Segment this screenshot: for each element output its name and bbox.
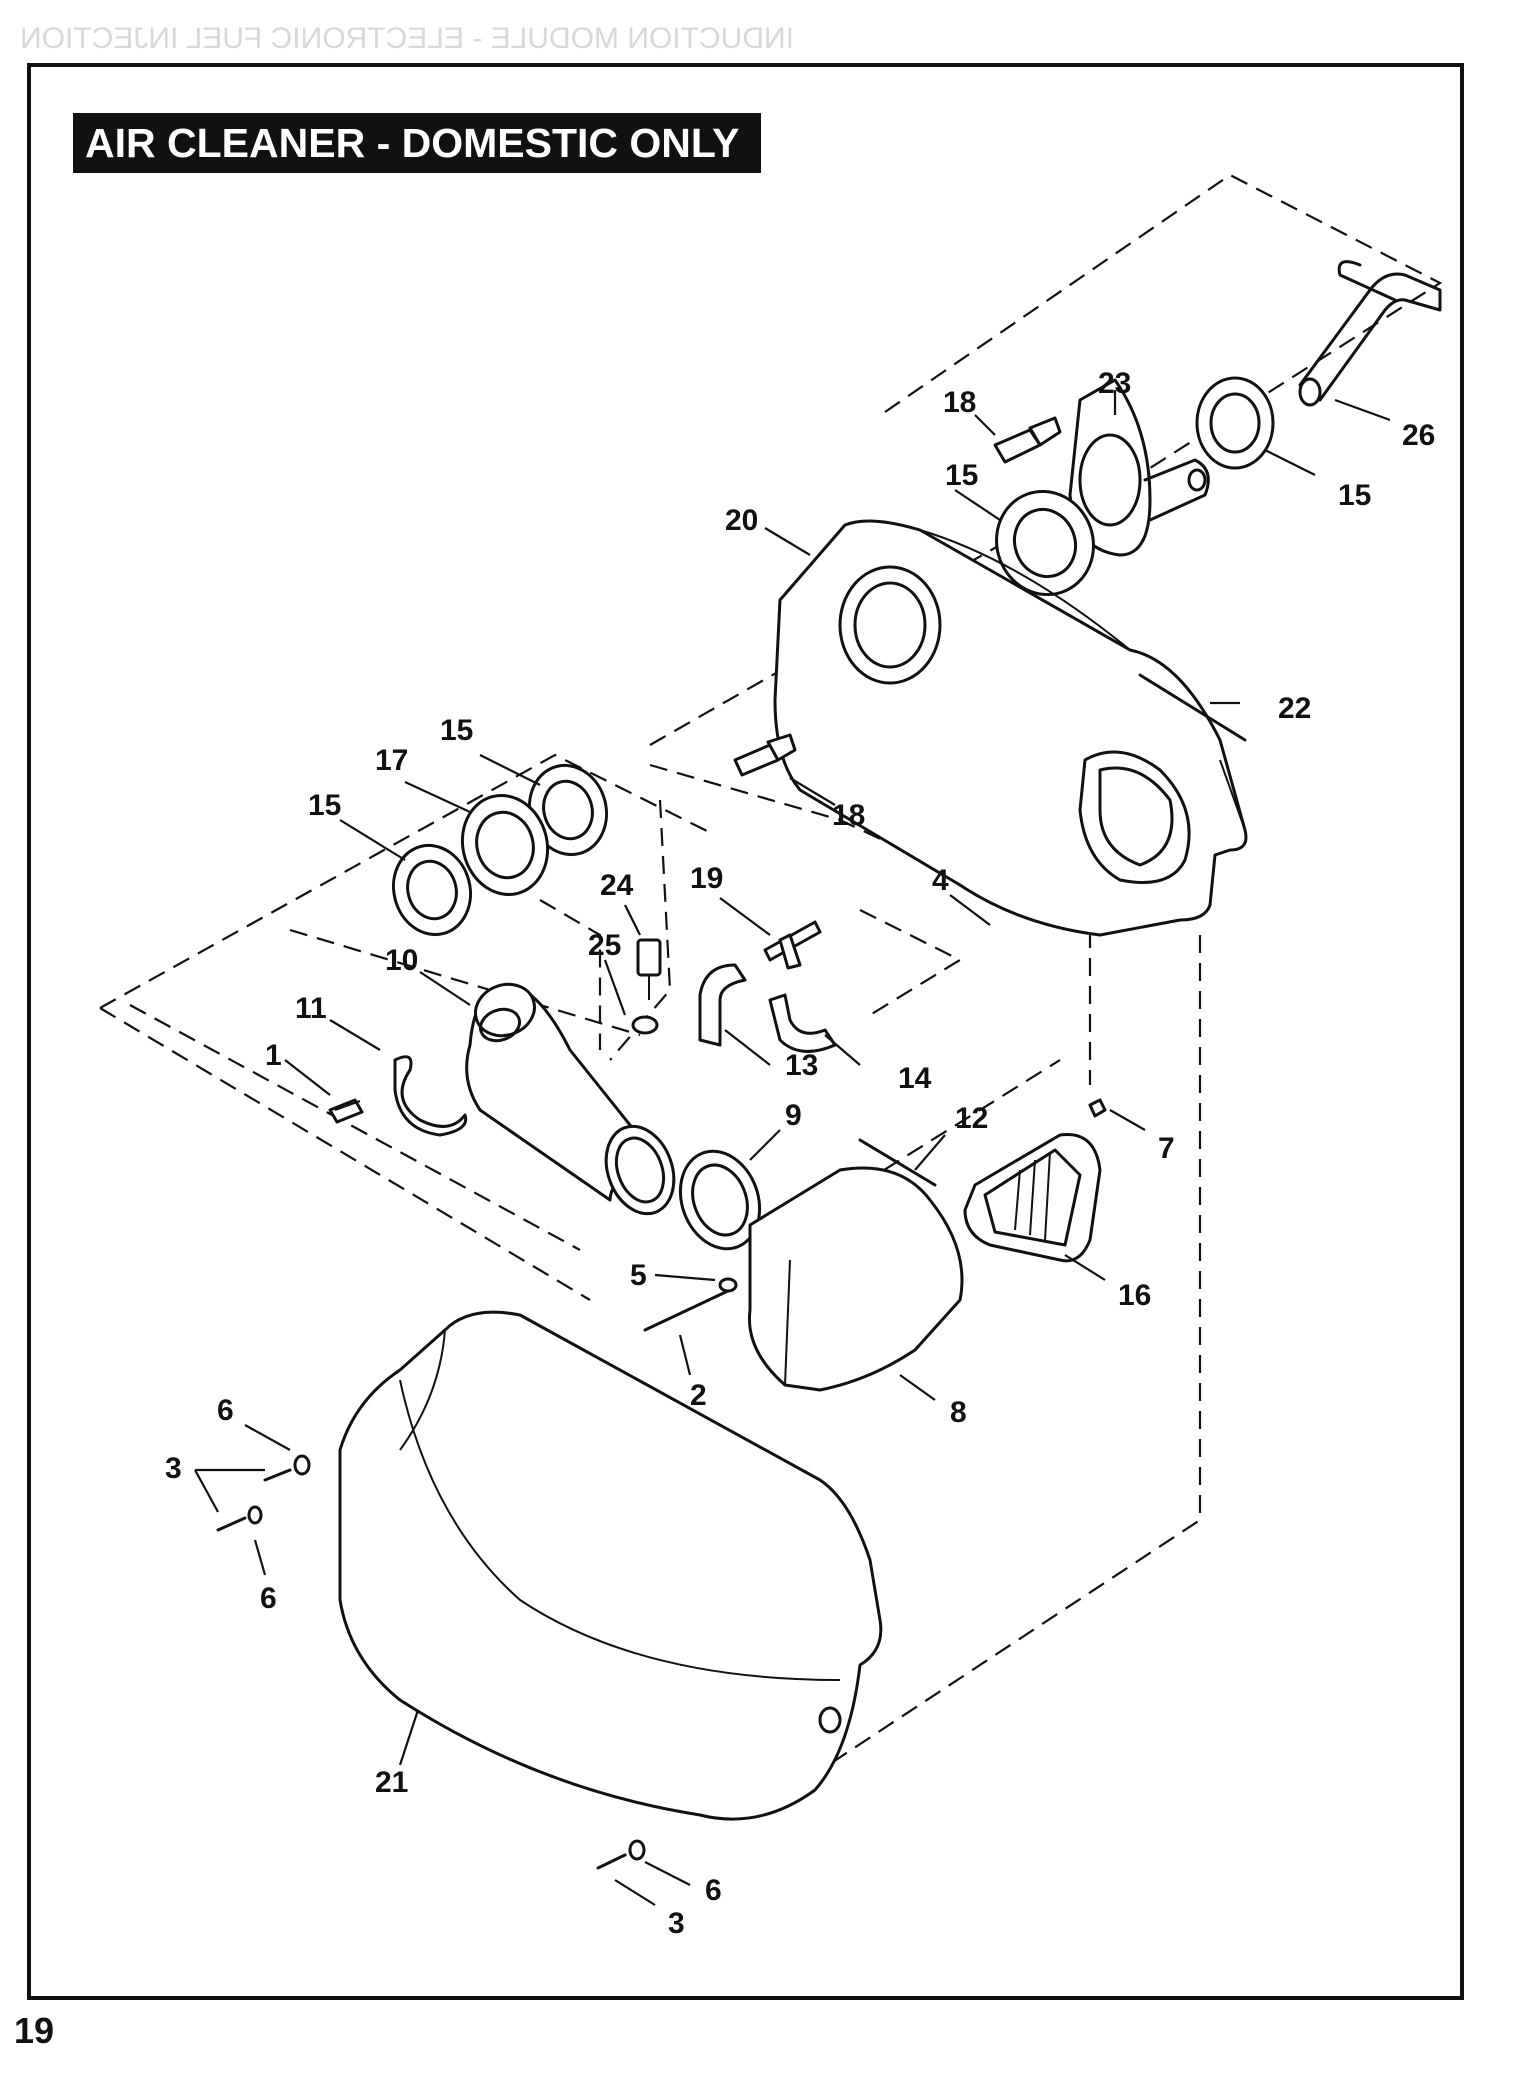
callout-16: 16: [1118, 1279, 1151, 1312]
callout-numbers: 26 15 23 18 15 20 22 18 15 17 15 24 25 1…: [165, 367, 1435, 1940]
callout-15-left-top: 15: [440, 714, 473, 747]
callout-17: 17: [375, 744, 408, 777]
tee-fitting: [763, 920, 822, 970]
page-number: 19: [14, 2010, 55, 2051]
callout-3-left: 3: [165, 1452, 182, 1485]
callout-6-lower: 6: [260, 1582, 277, 1615]
outer-cover: [338, 1310, 883, 1821]
callout-9: 9: [785, 1099, 802, 1132]
long-screw: [643, 1277, 738, 1332]
filter-element: [963, 1132, 1102, 1263]
cover-screws: [216, 1454, 646, 1870]
gasket-top-right: [1195, 376, 1275, 470]
fitting-top: [993, 416, 1062, 464]
intake-tube: [465, 982, 676, 1216]
page-frame: [27, 63, 1464, 2000]
page-title: AIR CLEANER - DOMESTIC ONLY: [73, 113, 761, 173]
sensor-and-grommet: [631, 938, 662, 1035]
callout-15-left: 15: [308, 789, 341, 822]
screw-1: [328, 1098, 364, 1124]
callout-11: 11: [295, 992, 327, 1025]
gasket-stack-left: [391, 763, 609, 937]
filter-standoff: [747, 1166, 964, 1392]
gasket-mid-top: [995, 489, 1095, 597]
callout-12: 12: [955, 1102, 988, 1135]
leader-lines: [194, 390, 1391, 1906]
callout-2: 2: [690, 1379, 707, 1412]
seal-ring: [678, 1149, 762, 1251]
callout-26: 26: [1402, 419, 1435, 452]
nut: [1088, 1098, 1107, 1118]
callout-22: 22: [1278, 692, 1311, 725]
callout-3-bottom: 3: [668, 1907, 685, 1940]
breather-tube: [1298, 260, 1442, 407]
foam-strip: [1138, 673, 1247, 742]
callout-6-upper: 6: [217, 1394, 234, 1427]
hoses: [698, 963, 837, 1053]
callout-13: 13: [785, 1049, 818, 1082]
callout-18-lower: 18: [832, 799, 865, 832]
callout-10: 10: [385, 944, 418, 977]
callout-6-bottom: 6: [705, 1874, 722, 1907]
retaining-clip: [393, 1055, 468, 1137]
callout-18-top: 18: [943, 386, 976, 419]
callout-23: 23: [1098, 367, 1131, 400]
callout-21: 21: [375, 1766, 408, 1799]
callout-20: 20: [725, 504, 758, 537]
callout-14: 14: [898, 1062, 932, 1095]
callout-4: 4: [932, 864, 949, 897]
callout-15-top-right: 15: [1338, 479, 1371, 512]
callout-8: 8: [950, 1396, 967, 1429]
callout-25: 25: [588, 929, 621, 962]
filter-seal-strip: [858, 1138, 937, 1187]
callout-15-mid: 15: [945, 459, 978, 492]
fitting-lower: [733, 733, 797, 777]
callout-24: 24: [600, 869, 634, 902]
callout-7: 7: [1158, 1132, 1175, 1165]
callout-5: 5: [630, 1259, 647, 1292]
backplate: [773, 519, 1248, 937]
callout-19: 19: [690, 862, 723, 895]
callout-1: 1: [265, 1039, 282, 1072]
